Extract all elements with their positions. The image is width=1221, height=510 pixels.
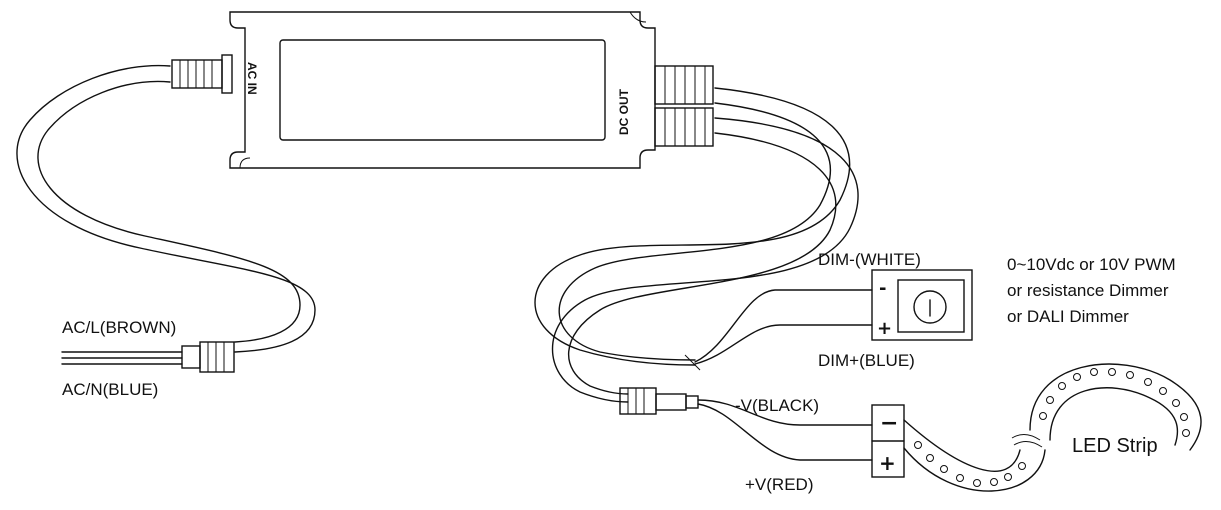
ac-in-label: AC IN: [245, 62, 259, 95]
load-plus-terminal: +: [879, 451, 896, 475]
v-plus-label: +V(RED): [745, 475, 813, 494]
ac-n-label: AC/N(BLUE): [62, 380, 158, 399]
load-splice: [619, 387, 699, 415]
dim-plus-label: DIM+(BLUE): [818, 351, 915, 370]
dimmer-plus-terminal: +: [877, 318, 892, 339]
ac-in-connector: [171, 54, 233, 94]
ac-l-label: AC/L(BROWN): [62, 318, 176, 337]
ac-splice-connector: [199, 341, 235, 373]
dc-out-connector-top: [654, 65, 714, 105]
v-minus-label: -V(BLACK): [735, 396, 819, 415]
dc-out-connector-bottom: [654, 107, 714, 147]
dc-splice-connector: [619, 387, 657, 415]
ac-wire-ends: [61, 341, 235, 373]
dimmer-wires: [684, 289, 873, 371]
led-dots: [914, 368, 1190, 487]
led-strip-label: LED Strip: [1072, 435, 1158, 457]
led-driver: AC IN DC OUT: [171, 11, 714, 169]
led-strip: [903, 363, 1202, 492]
dc-out-label: DC OUT: [617, 88, 631, 135]
dimmer-type-line-2: or resistance Dimmer: [1007, 281, 1169, 300]
dimmer-knob-icon: [913, 290, 947, 324]
driver-label-panel: [279, 39, 606, 141]
dimmer-type-line-3: or DALI Dimmer: [1007, 307, 1129, 326]
dim-minus-label: DIM-(WHITE): [818, 250, 921, 269]
dc-output-cable: [534, 87, 859, 403]
load-terminal-block: − +: [871, 404, 905, 478]
ac-input-cable: [16, 64, 316, 353]
load-minus-terminal: −: [880, 411, 898, 436]
dimmer-box: - +: [871, 269, 973, 341]
load-wires: [697, 399, 873, 461]
dimmer-minus-terminal: -: [879, 278, 886, 299]
dimmer-type-line-1: 0~10Vdc or 10V PWM: [1007, 255, 1176, 274]
